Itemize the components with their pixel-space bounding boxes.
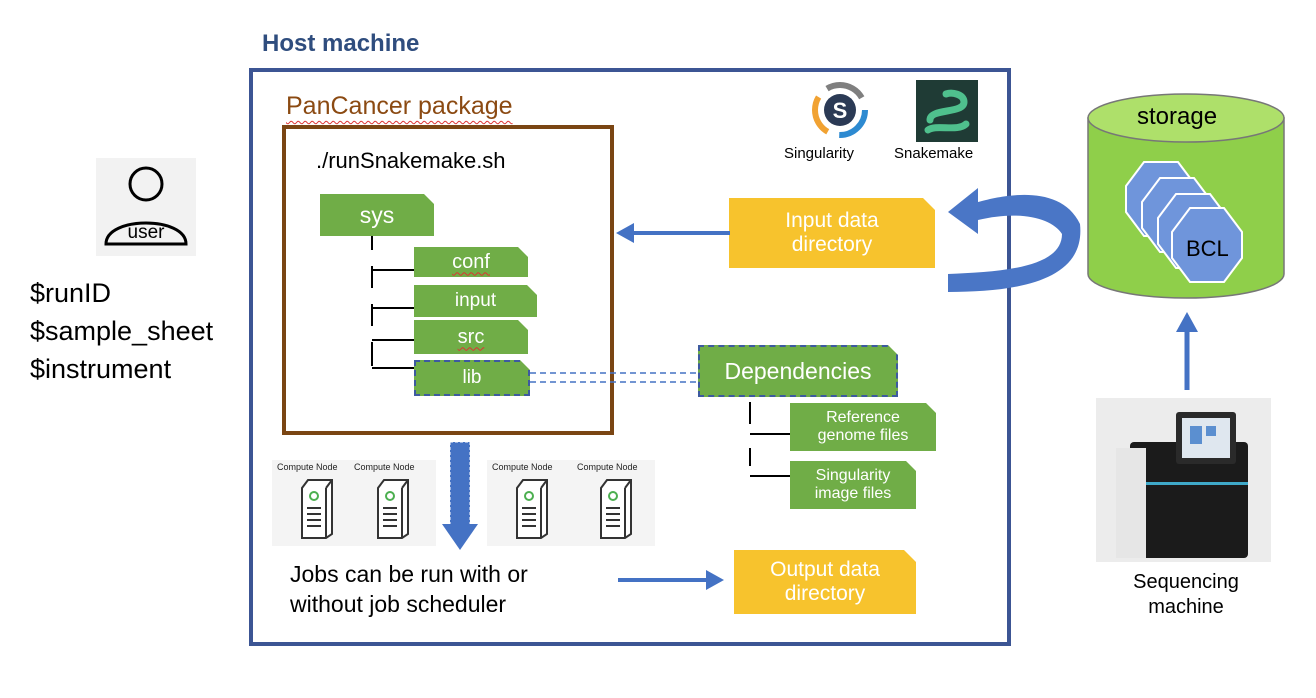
tree-item-label: lib <box>462 367 482 388</box>
tree-connectors <box>371 234 414 369</box>
dependency-singularity-images: Singularity image files <box>790 461 916 509</box>
server-icon <box>377 479 409 539</box>
package-box <box>282 125 614 435</box>
tree-item-conf: conf <box>414 247 528 277</box>
compute-node-label: Compute Node <box>577 462 638 472</box>
jobs-text-line1: Jobs can be run with or <box>290 561 528 587</box>
storage-cylinder <box>1087 93 1285 299</box>
tree-item-src: src <box>414 320 528 354</box>
host-machine-box <box>249 68 1011 646</box>
run-command: ./runSnakemake.sh <box>316 148 506 173</box>
singularity-label: Singularity <box>784 145 855 162</box>
user-icon-label: user <box>127 222 165 243</box>
dependency-item-label: Singularity image files <box>814 466 892 502</box>
tree-item-input: input <box>414 285 537 317</box>
user-variables: $runID $sample_sheet $instrument <box>30 275 213 388</box>
output-data-directory-label: Output data directory <box>770 557 880 605</box>
compute-node-label: Compute Node <box>354 462 415 472</box>
server-icon <box>516 479 548 539</box>
sequencing-machine-image <box>1096 398 1271 562</box>
user-var-runid: $runID <box>30 278 112 308</box>
user-icon <box>96 158 196 256</box>
user-var-sample-sheet: $sample_sheet <box>30 315 214 346</box>
sequencer-to-storage-arrow <box>1176 312 1198 390</box>
jobs-text-line2: without job scheduler <box>290 590 507 617</box>
compute-node-label: Compute Node <box>492 462 553 472</box>
sequencing-machine-line1: Sequencing <box>1133 571 1239 593</box>
server-icon <box>600 479 632 539</box>
storage-to-input-arrow <box>948 188 1081 292</box>
package-to-jobs-arrow <box>442 442 478 550</box>
dependencies-connectors <box>749 402 790 477</box>
lib-dependencies-link <box>530 372 700 383</box>
singularity-logo-icon: S <box>812 82 868 138</box>
compute-node-group-left: Compute Node Compute Node <box>272 460 436 546</box>
tree-item-label: input <box>454 290 497 311</box>
input-data-directory-label: Input data directory <box>785 208 879 256</box>
tree-item-label: conf <box>452 250 490 273</box>
tree-item-label: src <box>457 325 485 348</box>
sequencing-machine-label: Sequencing machine <box>1116 570 1256 620</box>
bcl-label: BCL <box>1186 236 1229 261</box>
dependencies-box: Dependencies <box>698 345 898 397</box>
sequencing-machine-line2: machine <box>1148 596 1224 618</box>
compute-node-group-right: Compute Node Compute Node <box>487 460 655 546</box>
input-data-directory: Input data directory <box>729 198 935 268</box>
package-title: PanCancer package <box>286 92 513 120</box>
dependency-reference-genome: Reference genome files <box>790 403 936 451</box>
host-machine-title: Host machine <box>262 30 420 57</box>
tree-item-lib: lib <box>414 360 530 396</box>
singularity-logo-letter: S <box>833 98 848 123</box>
tree-root-label: sys <box>359 201 395 228</box>
snakemake-logo-icon <box>916 80 978 142</box>
dependency-item-label: Reference genome files <box>817 408 909 444</box>
compute-node-label: Compute Node <box>277 462 338 472</box>
dependencies-title: Dependencies <box>724 357 872 384</box>
tree-root-sys: sys <box>320 194 434 236</box>
server-icon <box>301 479 333 539</box>
input-arrow <box>616 223 730 243</box>
jobs-to-output-arrow <box>618 570 724 590</box>
output-data-directory: Output data directory <box>734 550 916 614</box>
jobs-text: Jobs can be run with or without job sche… <box>290 560 528 620</box>
snakemake-label: Snakemake <box>894 145 974 162</box>
storage-title: storage <box>1137 103 1218 130</box>
user-var-instrument: $instrument <box>30 353 172 384</box>
